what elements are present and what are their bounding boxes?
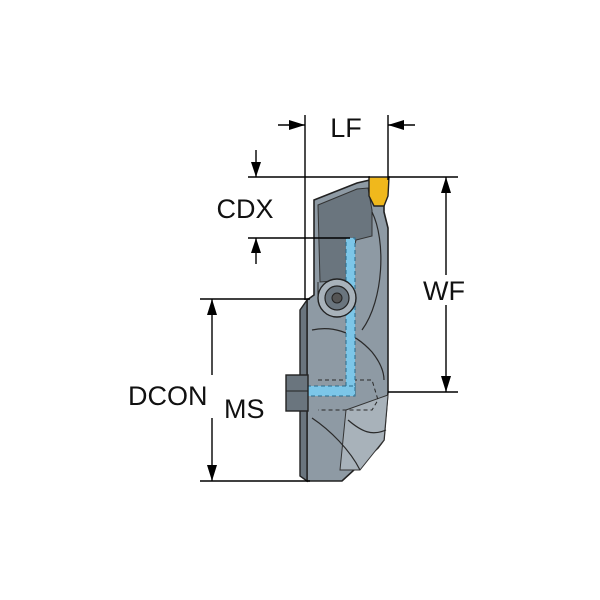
coolant-channel-vertical [345,237,356,395]
connector-pin [285,374,309,412]
cutting-insert [368,176,390,207]
lf-arrow-left [289,120,305,130]
dimension-cdx: CDX [216,150,370,264]
dcon-arrow-top [207,299,217,315]
coolant-channel-horizontal [299,385,356,397]
contour-line-2 [311,328,385,381]
coolant-channel [299,237,356,397]
lf-label: LF [330,113,362,143]
contour-line-1 [361,211,382,331]
dimension-wf: WF [388,176,465,393]
contour-line-3 [311,417,361,471]
dimension-lf: LF [278,113,415,300]
wf-arrow-top [441,177,451,193]
dcon-arrow-bottom [207,465,217,481]
dcon-label: DCON [128,381,208,411]
cdx-arrow-bottom [251,238,261,253]
screw-socket [331,292,343,304]
cdx-arrow-top [251,162,261,177]
coolant-connector [285,374,309,412]
lf-arrow-right [388,120,404,130]
clamp-screw [317,278,357,318]
cdx-label: CDX [216,194,273,224]
tool-holder-body [299,179,389,483]
contour-line-4 [347,419,387,434]
holder-lower-face [339,394,389,471]
wf-arrow-bottom [441,376,451,392]
wf-label: WF [423,276,465,306]
dcon-subscript-label: MS [224,394,265,424]
dimension-dcon: DCON MS [128,298,310,482]
